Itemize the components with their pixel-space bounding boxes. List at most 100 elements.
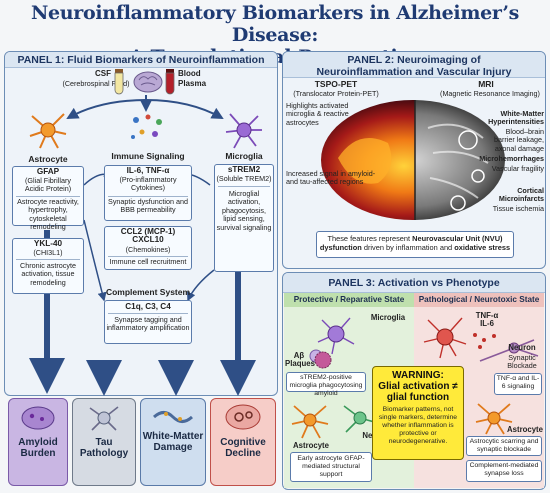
nvu-bold-2: dysfunction — [319, 243, 362, 252]
scarring-description: Astrocytic scarring and synaptic blockad… — [469, 438, 539, 453]
protective-microglia-label: Microglia — [370, 313, 406, 322]
immune-signaling-label: Immune Signaling — [111, 151, 185, 161]
protective-astrocyte-icon — [291, 405, 329, 439]
gfap-description: Astrocyte reactivity, hypertrophy, cytos… — [17, 197, 79, 232]
warning-line: Glial activation ≠ glial function — [378, 381, 458, 403]
il6-box — [104, 165, 192, 221]
cognitive-brain-gears-icon — [225, 404, 261, 430]
plasma-label: Plasma — [178, 79, 207, 88]
ykl40-sublabel: (CHI3L1) — [33, 248, 63, 257]
pathological-state-header-bar — [414, 293, 544, 307]
csf-tube-icon — [114, 69, 124, 95]
nvu-summary: These features represent Neurovascular U… — [318, 234, 512, 252]
outcome-amyloid-burden: Amyloid Burden — [8, 398, 68, 486]
tspo-pet-sublabel: (Translocator Protein-PET) — [293, 89, 379, 98]
nvu-bold-1: Neurovascular Unit (NVU) — [412, 234, 503, 243]
panel-3-heading: PANEL 3: Activation vs Phenotype — [283, 273, 545, 293]
il6-sublabel: (Pro-inflammatory Cytokines) — [119, 175, 177, 193]
gfap-divider — [16, 196, 80, 197]
nvu-text-2: driven by inflammation and — [363, 243, 453, 252]
gfap-sublabel: (Glial Fibrillary Acidic Protein) — [24, 176, 72, 194]
pathological-astrocyte-label: Astrocyte — [507, 425, 543, 434]
cortical-microinfarcts-description: Tissue ischemia — [492, 204, 544, 213]
pathological-neuron-icon — [479, 339, 539, 362]
cortical-microinfarcts-title: Cortical Microinfarcts — [498, 186, 544, 204]
ccl2-sublabel: (Chemokines) — [125, 245, 171, 254]
protective-state-heading: Protective / Reparative State — [293, 295, 405, 304]
strem2-sublabel: (Soluble TREM2) — [216, 174, 272, 183]
astrocyte-cell-icon — [29, 113, 67, 149]
tspo-pet-title: TSPO-PET — [314, 79, 358, 89]
microglia-label: Microglia — [225, 151, 263, 161]
brain-icon — [133, 71, 163, 93]
complement-system-label: Complement System — [105, 287, 191, 297]
strem2-divider — [218, 186, 270, 187]
white-matter-description: Blood–brain barrier leakage, axonal dama… — [494, 127, 544, 153]
amyloid-brain-icon — [21, 406, 55, 430]
amyloid-plaque-icon — [314, 351, 332, 369]
c1q-description: Synapse tagging and inflammatory amplifi… — [106, 315, 190, 333]
nvu-bold-3: oxidative stress — [454, 243, 511, 252]
panel-1-heading: PANEL 1: Fluid Biomarkers of Neuroinflam… — [5, 52, 277, 68]
ccl2-divider — [108, 256, 188, 257]
early-astrocyte-box — [290, 452, 372, 482]
cytokine-release-icon — [473, 333, 496, 349]
strem2-title: sTREM2 — [227, 165, 261, 174]
mri-sublabel: (Magnetic Resonance Imaging) — [440, 89, 540, 98]
complement-loss-box — [466, 460, 542, 482]
reactive-microglia-icon — [423, 317, 467, 359]
strem2-description: Microglial activation, phagocytosis, lip… — [216, 189, 272, 232]
ykl40-box — [12, 238, 84, 294]
warning-title: WARNING: — [392, 370, 444, 381]
tnf-signaling-description: TNF-α and IL-6 signaling — [496, 375, 540, 390]
ccl2-description: Immune cell recruitment — [109, 257, 187, 266]
strem2-phagocytosis-box — [286, 372, 366, 392]
synaptic-blockade-label: Synaptic Blockade — [507, 353, 537, 371]
brain-scan-image — [321, 100, 505, 220]
strem2-phagocytosis-description: sTREM2-positive microglia phagocytosing … — [289, 374, 363, 397]
pathological-state-heading: Pathological / Neurotoxic State — [418, 295, 540, 304]
tspo-description-2: Increased signal in amyloid- and tau-aff… — [286, 169, 376, 187]
panel-2-heading: PANEL 2: Neuroimaging of Neuroinflammati… — [283, 52, 545, 78]
microglia-cell-icon — [225, 113, 262, 149]
ykl40-divider — [16, 259, 80, 260]
nvu-box — [316, 231, 514, 258]
blood-label: Blood — [178, 69, 201, 78]
csf-label: CSF — [95, 69, 111, 78]
il6-title: IL-6, TNF-α — [126, 166, 170, 175]
abeta-plaques-label: Aβ Plaques — [285, 351, 315, 369]
ccl2-title: CCL2 (MCP-1) CXCL10 — [120, 227, 176, 245]
scarring-box — [466, 436, 542, 456]
tnf-signaling-box — [494, 373, 542, 395]
c1q-title: C1q, C3, C4 — [125, 302, 171, 311]
c1q-box — [104, 300, 192, 344]
white-matter-axon-icon — [152, 411, 194, 423]
tspo-description-1: Highlights activated microglia & reactiv… — [286, 101, 349, 127]
il6-divider — [108, 196, 188, 197]
protective-astrocyte-label: Astrocyte — [293, 441, 329, 450]
ykl40-title: YKL-40 — [33, 239, 63, 248]
strem2-box — [214, 164, 274, 272]
early-astrocyte-description: Early astrocyte GFAP-mediated structural… — [297, 455, 365, 478]
microhemorrhages-title: Microhemorrhages — [479, 154, 544, 163]
title-line-1: Neuroinflammatory Biomarkers in Alzheime… — [30, 2, 520, 46]
microhemorrhages-description: Vascular fragility — [491, 164, 544, 173]
reactive-astrocyte-icon — [475, 403, 513, 435]
il6-description: Synaptic dysfunction and BBB permeabilit… — [108, 197, 188, 215]
warning-description: Biomarker patterns, not single markers, … — [378, 406, 458, 445]
c1q-divider — [108, 313, 188, 314]
pathological-neuron-label: Neuron — [508, 343, 536, 352]
ccl2-box — [104, 226, 192, 270]
complement-loss-description: Complement-mediated synapse loss — [469, 462, 539, 477]
outcome-white-matter-damage: White-Matter Damage — [140, 398, 206, 486]
nvu-text-1: These features represent — [327, 234, 411, 243]
ykl40-description: Chronic astrocyte activation, tissue rem… — [20, 261, 76, 287]
tau-neuron-icon — [89, 406, 119, 431]
protective-state-header-bar — [284, 293, 414, 307]
gfap-title: GFAP — [36, 167, 60, 176]
warning-box — [372, 366, 464, 460]
blood-tube-icon — [165, 69, 175, 95]
astrocyte-label: Astrocyte — [28, 154, 68, 164]
white-matter-title: White-Matter Hyperintensities — [488, 109, 544, 127]
